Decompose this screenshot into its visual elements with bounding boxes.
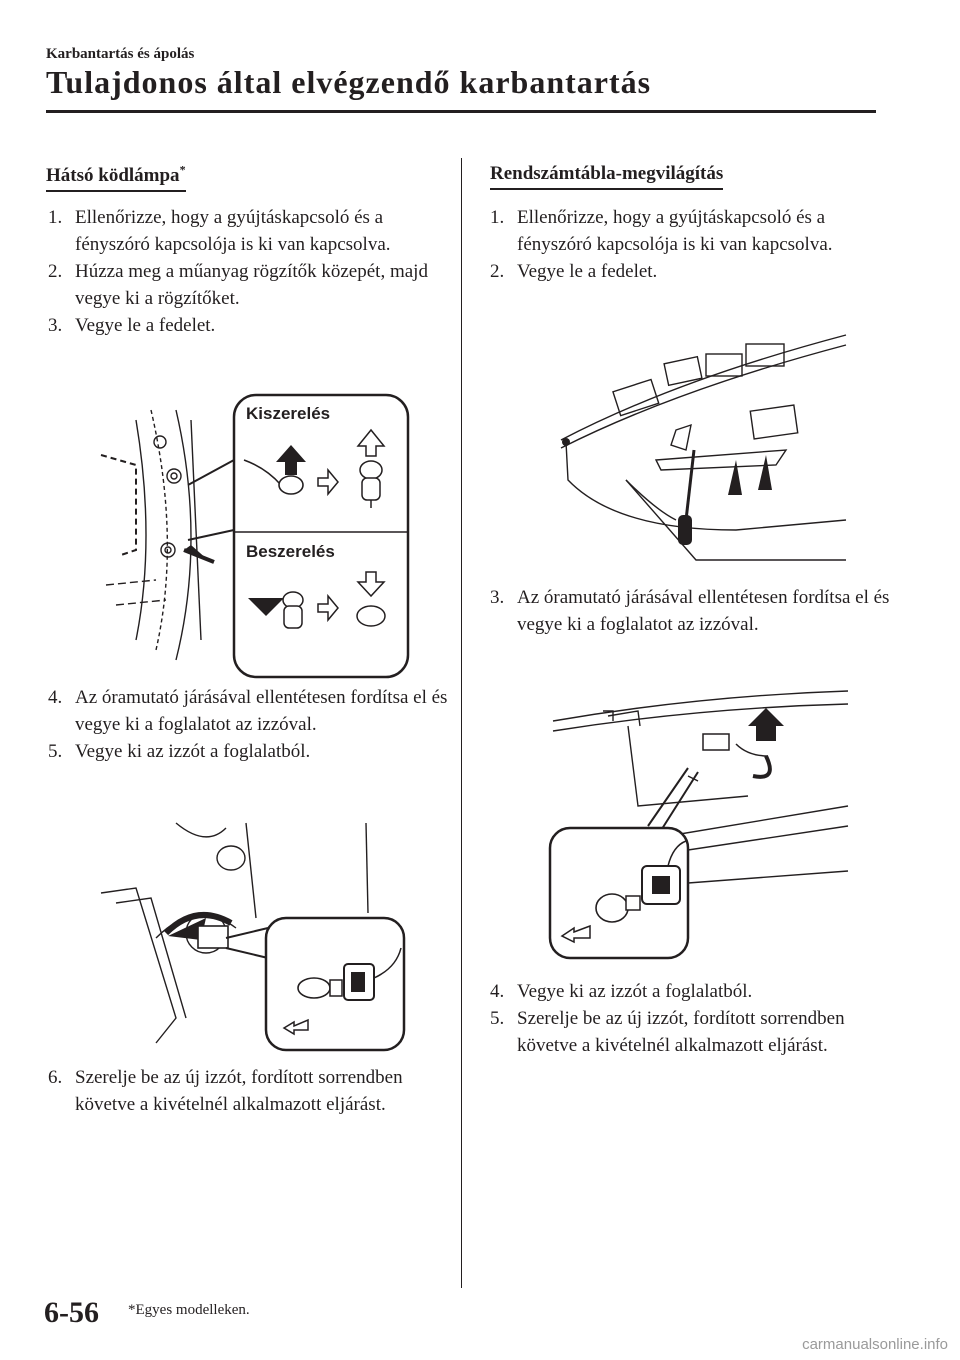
step-text: Vegye le a fedelet. [75,315,216,336]
installation-label: Beszerelés [246,542,335,561]
list-item: 3. Az óramutató járásával ellentétesen fo… [490,584,890,638]
step-number: 2. [490,261,505,282]
list-item: 6. Szerelje be az új izzót, fordított sor… [48,1064,448,1118]
step-number: 3. [490,587,505,608]
step-number: 1. [490,207,505,228]
license-plate-cover-illustration [560,334,847,561]
list-item: 4. Az óramutató járásával ellentétesen fo… [48,684,448,738]
section-heading-rear-fog-lamp: Hátsó ködlámpa* [46,163,186,193]
right-steps-c: 4. Vegye ki az izzót a foglalatból. 5. Sze… [490,978,890,1059]
page-title: Tulajdonos által elvégzendő karbantartás [46,64,652,100]
header-rule [46,110,876,113]
list-item: 1. Ellenőrizze, hogy a gyújtáskapcsoló és… [490,204,890,258]
step-number: 4. [490,981,505,1002]
list-item: 4. Vegye ki az izzót a foglalatból. [490,978,890,1005]
list-item: 2. Húzza meg a műanyag rögzítők közepét, … [48,258,448,312]
footnote-mark: * [179,163,186,177]
step-number: 5. [48,741,63,762]
fog-lamp-socket-illustration [100,822,406,1052]
step-text: Szerelje be az új izzót, fordított sorre… [517,1008,845,1056]
step-text: Vegye ki az izzót a foglalatból. [517,981,753,1002]
step-text: Vegye le a fedelet. [517,261,658,282]
watermark: carmanualsonline.info [802,1336,948,1353]
right-heading-wrap: Rendszámtábla-megvilágítás [490,163,724,190]
step-number: 3. [48,315,63,336]
list-item: 1. Ellenőrizze, hogy a gyújtáskapcsoló és… [48,204,448,258]
right-steps-a: 1. Ellenőrizze, hogy a gyújtáskapcsoló és… [490,204,890,285]
left-steps-c: 6. Szerelje be az új izzót, fordított sor… [48,1064,448,1118]
left-heading-wrap: Hátsó ködlámpa* [46,163,186,193]
step-number: 1. [48,207,63,228]
heading-text: Hátsó ködlámpa [46,165,180,187]
step-text: Húzza meg a műanyag rögzítők közepét, ma… [75,261,428,309]
list-item: 5. Szerelje be az új izzót, fordított sor… [490,1005,890,1059]
list-item: 2. Vegye le a fedelet. [490,258,890,285]
step-number: 2. [48,261,63,282]
step-number: 6. [48,1067,63,1088]
step-number: 5. [490,1008,505,1029]
step-text: Az óramutató járásával ellentétesen ford… [517,587,890,635]
left-steps-a: 1. Ellenőrizze, hogy a gyújtáskapcsoló és… [48,204,448,339]
step-text: Szerelje be az új izzót, fordított sorre… [75,1067,403,1115]
section-label: Karbantartás és ápolás [46,46,195,62]
left-steps-b: 4. Az óramutató járásával ellentétesen fo… [48,684,448,765]
column-divider [461,158,462,1288]
removal-label: Kiszerelés [246,404,331,423]
fog-lamp-cover-illustration [100,393,410,679]
list-item: 5. Vegye ki az izzót a foglalatból. [48,738,448,765]
step-text: Ellenőrizze, hogy a gyújtáskapcsoló és a… [517,207,833,255]
page-number: 6-56 [44,1296,99,1329]
step-text: Ellenőrizze, hogy a gyújtáskapcsoló és a… [75,207,391,255]
license-plate-socket-illustration [548,690,849,960]
step-text: Az óramutató járásával ellentétesen ford… [75,687,448,735]
footnote: *Egyes modelleken. [128,1302,250,1318]
right-steps-b: 3. Az óramutató járásával ellentétesen fo… [490,584,890,638]
step-text: Vegye ki az izzót a foglalatból. [75,741,311,762]
list-item: 3. Vegye le a fedelet. [48,312,448,339]
section-heading-license-plate-light: Rendszámtábla-megvilágítás [490,163,724,190]
step-number: 4. [48,687,63,708]
